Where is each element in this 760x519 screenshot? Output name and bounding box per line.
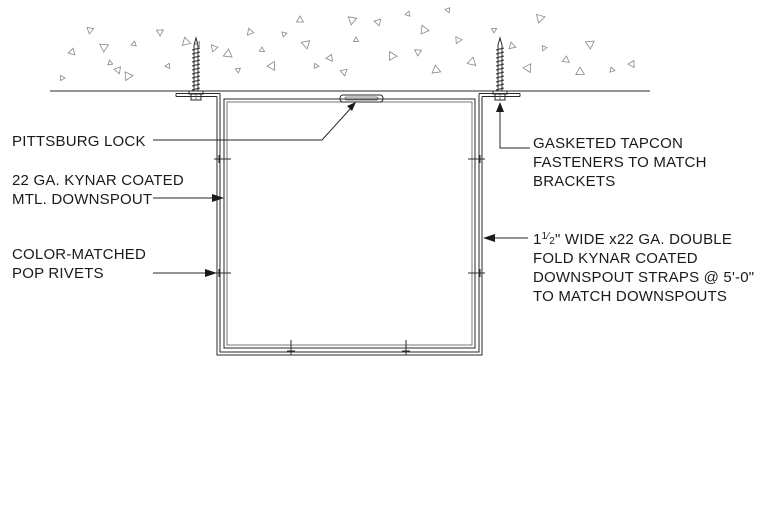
label-straps-line-2: FOLD KYNAR COATED bbox=[533, 250, 698, 267]
rivet bbox=[287, 340, 295, 355]
concrete-aggregate-pattern bbox=[60, 7, 635, 82]
aggregate-mark bbox=[609, 66, 616, 73]
aggregate-mark bbox=[181, 36, 192, 47]
aggregate-mark bbox=[130, 40, 137, 47]
aggregate-mark bbox=[466, 56, 477, 66]
aggregate-mark bbox=[222, 48, 233, 58]
aggregate-mark bbox=[107, 59, 114, 66]
concrete-wall bbox=[50, 7, 650, 92]
aggregate-mark bbox=[210, 44, 219, 53]
label-rivets-line-1: COLOR-MATCHED bbox=[12, 246, 146, 263]
callout-labels: PITTSBURG LOCK GASKETED TAPCON FASTENERS… bbox=[12, 133, 754, 305]
label-straps-line-1: 11⁄2" WIDE x22 GA. DOUBLE bbox=[533, 231, 732, 248]
aggregate-mark bbox=[444, 7, 451, 14]
aggregate-mark bbox=[347, 16, 358, 26]
aggregate-mark bbox=[455, 36, 463, 45]
pittsburg-lock-seam bbox=[339, 94, 384, 103]
label-straps-line-4: TO MATCH DOWNSPOUTS bbox=[533, 288, 727, 305]
aggregate-mark bbox=[420, 24, 430, 35]
aggregate-mark bbox=[295, 15, 305, 23]
pop-rivets bbox=[214, 155, 485, 355]
aggregate-mark bbox=[313, 62, 320, 70]
label-straps-line-3: DOWNSPOUT STRAPS @ 5'-0" bbox=[533, 269, 754, 286]
label-tapcon-line-3: BRACKETS bbox=[533, 173, 615, 190]
aggregate-mark bbox=[404, 10, 411, 17]
aggregate-mark bbox=[86, 26, 95, 35]
label-tapcon-line-2: FASTENERS TO MATCH bbox=[533, 154, 707, 171]
aggregate-mark bbox=[258, 46, 266, 53]
aggregate-mark bbox=[627, 59, 635, 69]
aggregate-mark bbox=[561, 55, 570, 63]
aggregate-mark bbox=[431, 64, 442, 74]
aggregate-mark bbox=[99, 43, 110, 53]
leader-pittsburg-lock bbox=[153, 107, 352, 141]
tapcon-fasteners bbox=[188, 36, 508, 101]
aggregate-mark bbox=[325, 53, 333, 62]
label-pittsburg-lock: PITTSBURG LOCK bbox=[12, 133, 146, 150]
aggregate-mark bbox=[234, 67, 242, 74]
aggregate-mark bbox=[414, 49, 423, 57]
label-rivets-line-2: POP RIVETS bbox=[12, 265, 104, 282]
rivet bbox=[468, 155, 485, 163]
aggregate-mark bbox=[113, 66, 121, 75]
label-tapcon-line-1: GASKETED TAPCON bbox=[533, 135, 683, 152]
label-downspout-line-1: 22 GA. KYNAR COATED bbox=[12, 172, 184, 189]
tapcon-screw bbox=[188, 36, 204, 101]
leader-tapcon bbox=[499, 110, 530, 149]
aggregate-mark bbox=[541, 45, 548, 52]
aggregate-mark bbox=[575, 66, 586, 76]
aggregate-mark bbox=[164, 62, 171, 70]
tapcon-screw bbox=[492, 36, 508, 101]
downspout-strap bbox=[175, 93, 521, 356]
aggregate-mark bbox=[281, 31, 288, 38]
aggregate-mark bbox=[508, 41, 517, 50]
rivet bbox=[214, 155, 231, 163]
aggregate-mark bbox=[535, 13, 546, 24]
label-downspout-line-2: MTL. DOWNSPOUT bbox=[12, 191, 152, 208]
downspout-body bbox=[223, 98, 476, 349]
aggregate-mark bbox=[584, 40, 595, 50]
aggregate-mark bbox=[300, 40, 311, 50]
aggregate-mark bbox=[266, 60, 276, 71]
aggregate-mark bbox=[388, 50, 398, 61]
aggregate-mark bbox=[67, 47, 76, 56]
rivet bbox=[468, 269, 485, 277]
leader-lines bbox=[153, 102, 530, 277]
rivet bbox=[402, 340, 410, 355]
aggregate-mark bbox=[522, 63, 532, 74]
aggregate-mark bbox=[352, 36, 360, 43]
aggregate-mark bbox=[339, 68, 348, 77]
aggregate-mark bbox=[373, 18, 382, 27]
aggregate-mark bbox=[490, 28, 498, 34]
aggregate-mark bbox=[246, 27, 255, 36]
aggregate-mark bbox=[60, 74, 66, 82]
aggregate-mark bbox=[124, 71, 134, 82]
aggregate-mark bbox=[155, 29, 165, 37]
